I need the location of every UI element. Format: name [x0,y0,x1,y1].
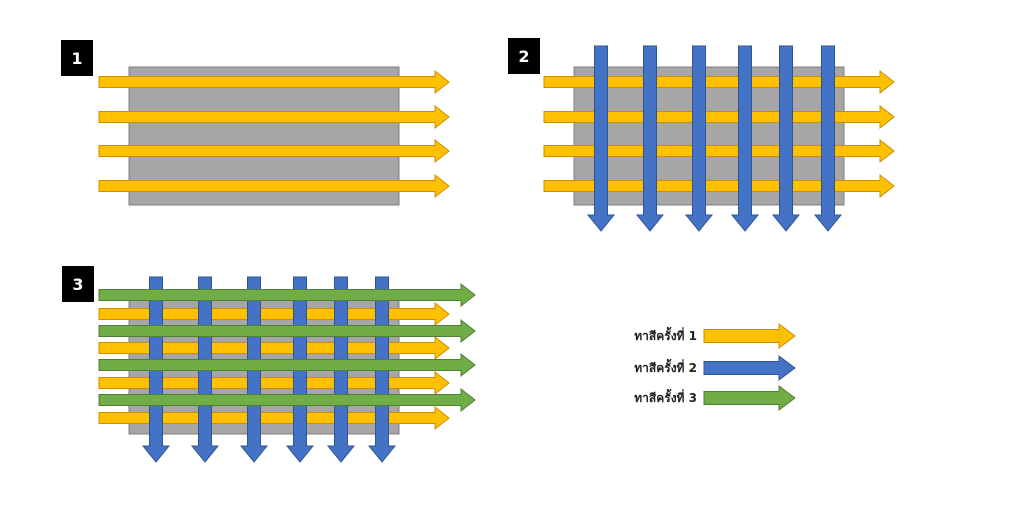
legend-swatch-arrow [703,385,796,411]
pass-2-arrow [586,45,616,232]
step-number: 1 [71,49,82,68]
legend-label: ทาสีครั้งที่ 3 [634,388,697,405]
step-3-group: 3 [62,266,476,463]
step-badge [62,266,94,302]
pass-3-arrow [98,282,476,308]
pass-2-arrow [730,45,760,232]
pass-2-arrow [771,45,801,232]
step-number: 2 [518,47,529,66]
pass-1-arrow [98,138,450,164]
pass-3-arrow [98,318,476,344]
pass-1-arrow [98,104,450,130]
step-number: 3 [72,275,83,294]
legend-swatch-arrow [703,355,796,381]
legend-label: ทาสีครั้งที่ 2 [634,358,697,375]
pass-2-arrow [813,45,843,232]
pass-1-arrow [98,173,450,199]
pass-2-arrow [684,45,714,232]
step-2-group: 2 [508,38,895,232]
pass-3-arrow [98,387,476,413]
pass-1-arrow [98,69,450,95]
legend-item: ทาสีครั้งที่ 2 [634,355,796,381]
legend-swatch-arrow [703,323,796,349]
step-badge [61,40,93,76]
pass-2-arrow [635,45,665,232]
step-badge [508,38,540,74]
step-1-group: 1 [61,40,450,206]
legend: ทาสีครั้งที่ 1 ทาสีครั้งที่ 2 ทาสีครั้งที่… [634,323,796,411]
legend-label: ทาสีครั้งที่ 1 [634,326,697,343]
pass-3-arrow [98,352,476,378]
legend-item: ทาสีครั้งที่ 3 [634,385,796,411]
legend-item: ทาสีครั้งที่ 1 [634,323,796,349]
